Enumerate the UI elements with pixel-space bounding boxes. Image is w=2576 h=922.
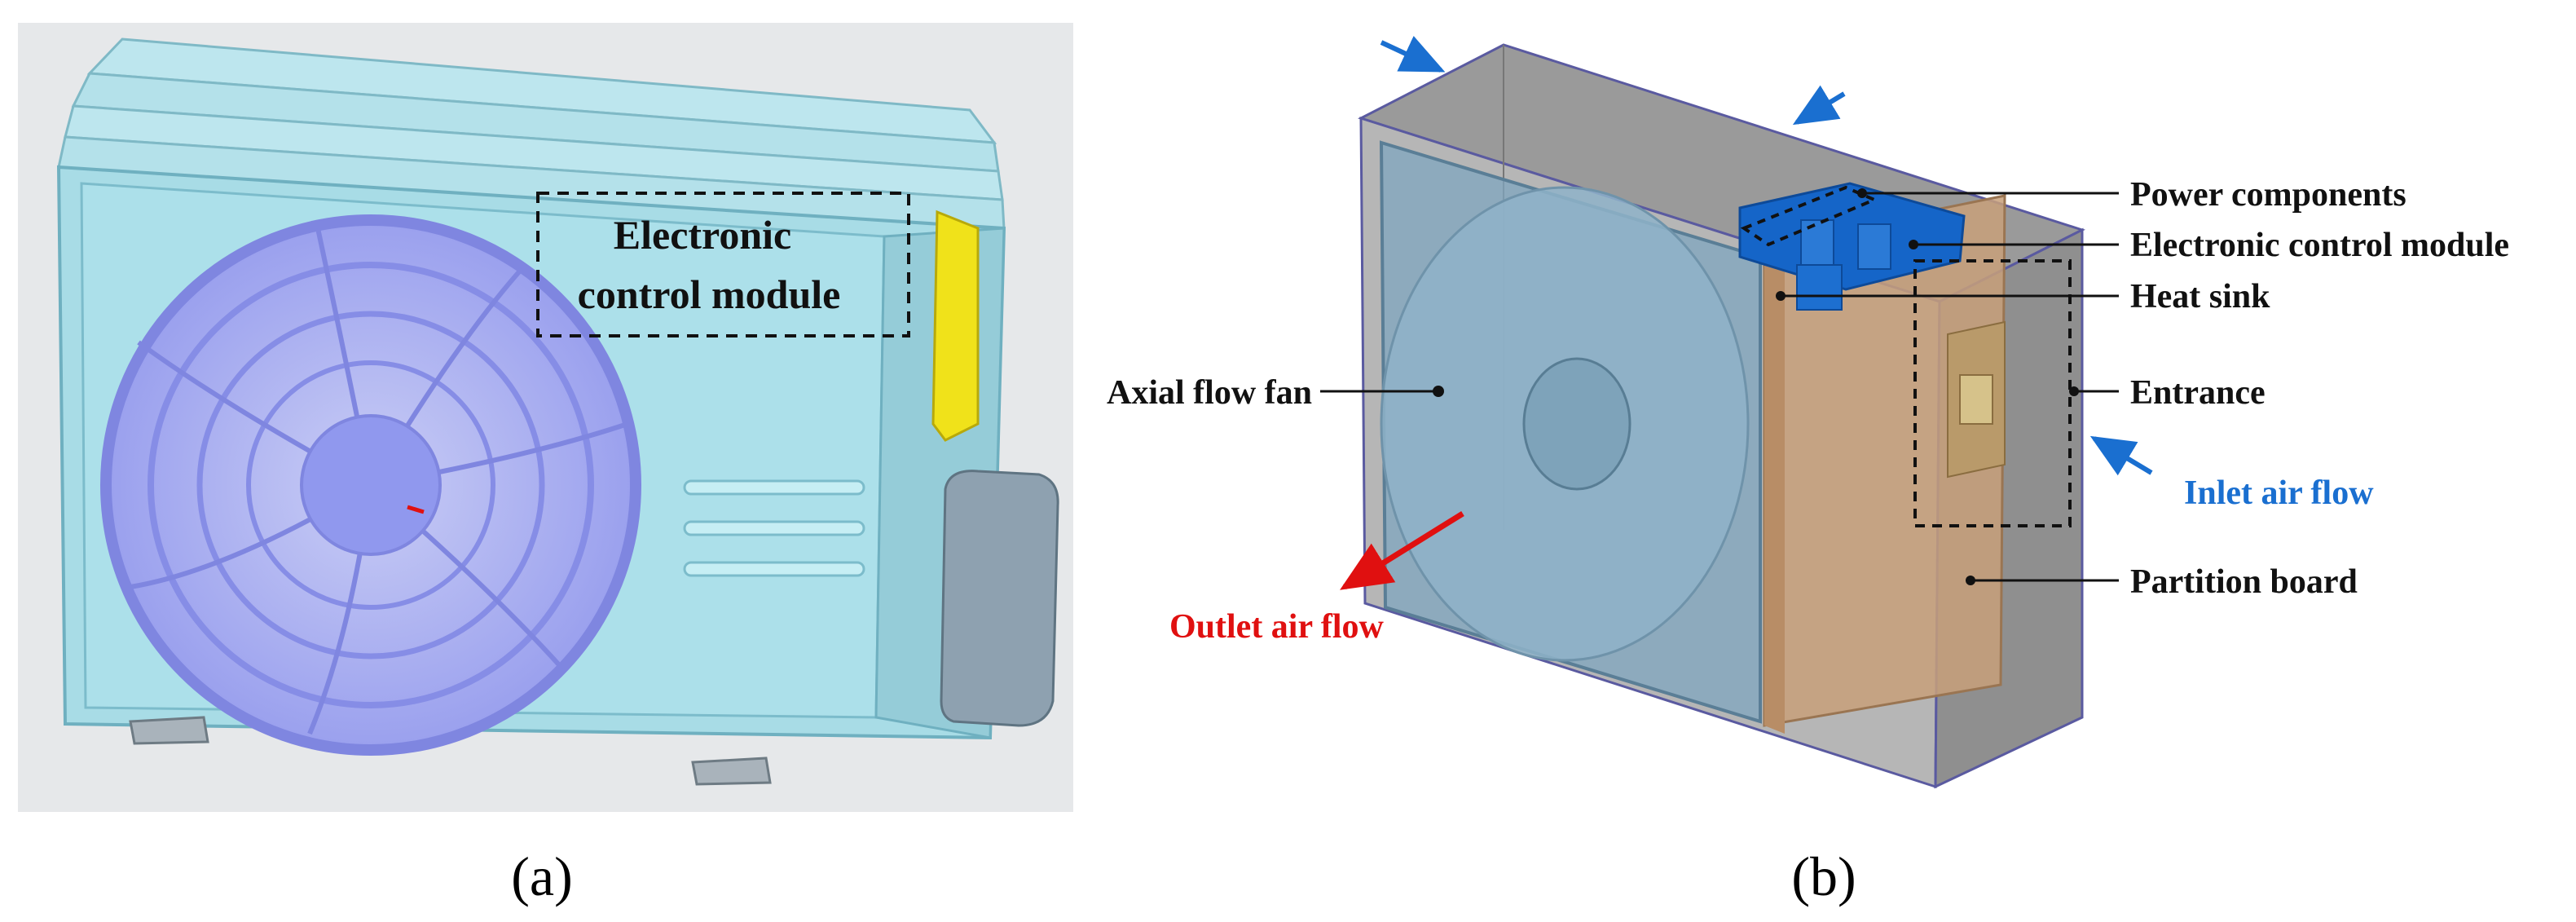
foot-right	[691, 757, 772, 786]
label-axial-flow-fan: Axial flow fan	[1107, 374, 1312, 412]
inlet-arrow-top-right	[1792, 85, 1846, 126]
label-electronic-control-module: Electronic control module	[2130, 227, 2509, 264]
power-components-box	[1740, 185, 1879, 247]
callout-line-2: control module	[578, 271, 841, 317]
fan-hub	[300, 414, 442, 556]
foot-left	[129, 716, 209, 745]
fan-guard	[100, 214, 641, 756]
electronic-module	[1738, 182, 1966, 291]
inlet-arrow-side	[2089, 435, 2153, 476]
label-power-components: Power components	[2130, 176, 2406, 214]
vent-slots	[683, 479, 865, 577]
label-outlet-air-flow: Outlet air flow	[1169, 608, 1385, 646]
outlet-arrow	[1340, 511, 1464, 590]
callout-line-1: Electronic	[614, 212, 791, 258]
valve-cover	[940, 470, 1059, 727]
label-entrance: Entrance	[2130, 374, 2266, 412]
fan-hub-b	[1522, 357, 1631, 491]
label-partition-board: Partition board	[2130, 563, 2358, 601]
leader-lines	[1320, 192, 2119, 582]
top-grille	[57, 37, 1006, 230]
caption-b: (b)	[1791, 845, 1856, 907]
panel-b: Power components Electronic control modu…	[1107, 35, 2509, 907]
inlet-arrow-top-left	[1380, 35, 1446, 73]
heat-sink	[1796, 264, 1843, 311]
callout-box	[536, 192, 910, 337]
label-heat-sink: Heat sink	[2130, 278, 2270, 315]
entrance-box	[1913, 259, 2072, 527]
yellow-handle	[931, 210, 980, 442]
panel-a: Electronic control module (a)	[18, 23, 1073, 907]
caption-a: (a)	[511, 845, 572, 907]
label-inlet-air-flow: Inlet air flow	[2184, 474, 2374, 512]
leader-dots	[1433, 188, 2079, 585]
